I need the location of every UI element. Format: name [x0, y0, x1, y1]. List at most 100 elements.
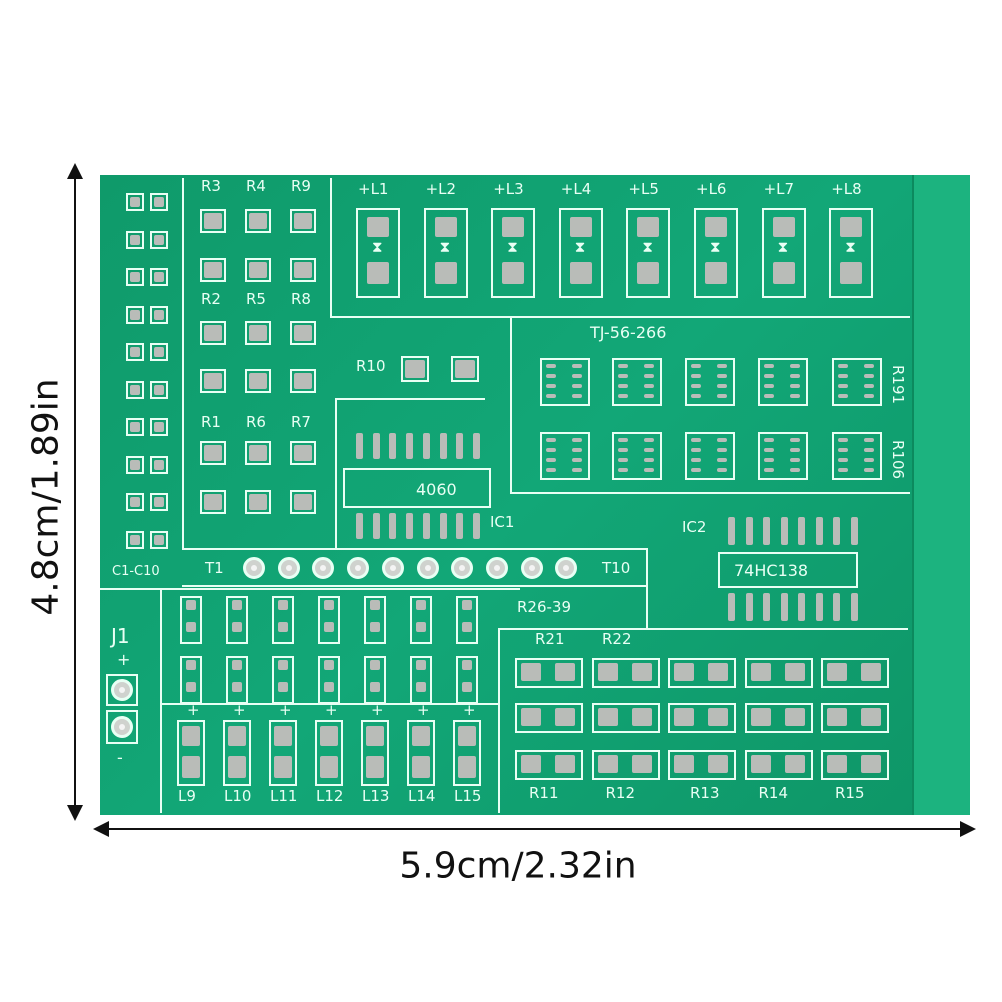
- solder-pad: [278, 660, 288, 670]
- pad-outline: [150, 380, 168, 399]
- resistor-label: R11: [529, 784, 559, 802]
- pad-outline: [150, 455, 168, 474]
- solder-pad: [763, 593, 770, 621]
- solder-pad: [389, 513, 397, 539]
- pad-outline: [126, 343, 144, 361]
- solder-pad: [154, 497, 164, 507]
- solder-pad: [462, 682, 472, 692]
- solder-pad: [249, 325, 267, 341]
- resistor-array-footprint: [685, 358, 735, 406]
- resistor-array-footprint: [612, 432, 662, 480]
- ic2-chip-label: 74HC138: [734, 561, 809, 580]
- solder-pad: [864, 468, 874, 472]
- divider: [160, 588, 162, 813]
- solder-pad: [204, 445, 222, 461]
- resistor-label: R4: [246, 177, 266, 195]
- solder-pad: [324, 622, 334, 632]
- pad-outline: [200, 490, 226, 514]
- divider: [182, 178, 184, 548]
- led-polarity-icon: ⧗: [845, 238, 856, 256]
- width-dimension-label: 5.9cm/2.32in: [399, 845, 637, 887]
- solder-pad: [864, 458, 874, 462]
- solder-pad: [798, 593, 805, 621]
- solder-pad: [521, 755, 541, 773]
- solder-pad: [130, 272, 140, 282]
- j1-pin-outline: [106, 710, 138, 744]
- solder-pad: [569, 262, 592, 284]
- resistor-footprint: [668, 703, 736, 733]
- solder-pad: [572, 468, 582, 472]
- solder-pad: [416, 622, 426, 632]
- solder-pad: [838, 458, 848, 462]
- pad-outline: [200, 209, 226, 233]
- solder-pad: [130, 459, 140, 470]
- led-label: L12: [316, 787, 344, 805]
- solder-pad: [790, 438, 800, 442]
- solder-pad: [790, 374, 800, 378]
- pad-outline: [150, 193, 168, 211]
- resistor-footprint: [364, 656, 386, 704]
- solder-pad: [705, 262, 727, 284]
- solder-pad: [416, 660, 426, 670]
- resistor-footprint: [515, 703, 583, 733]
- r22-label: R22: [602, 630, 632, 648]
- resistor-footprint: [410, 656, 432, 704]
- solder-pad: [555, 663, 575, 681]
- solder-pad: [708, 755, 728, 773]
- solder-pad: [278, 600, 288, 610]
- solder-pad: [462, 622, 472, 632]
- solder-pad: [521, 663, 541, 681]
- solder-pad: [790, 384, 800, 388]
- led-plus-icon: +: [279, 701, 292, 719]
- resistor-footprint: [821, 703, 889, 733]
- solder-pad: [861, 755, 881, 773]
- solder-pad: [228, 756, 246, 778]
- solder-pad: [864, 448, 874, 452]
- solder-pad: [182, 756, 200, 778]
- arrow-right-icon: [960, 821, 976, 837]
- solder-pad: [546, 374, 556, 378]
- solder-pad: [764, 384, 774, 388]
- solder-pad: [618, 394, 628, 398]
- solder-pad: [637, 262, 660, 284]
- height-dimension-line: [74, 170, 76, 815]
- solder-pad: [434, 217, 457, 237]
- divider: [498, 628, 908, 630]
- solder-pad: [555, 708, 575, 726]
- solder-pad: [637, 217, 660, 237]
- solder-pad: [186, 600, 196, 610]
- solder-pad: [367, 217, 389, 237]
- solder-pad: [555, 755, 575, 773]
- pad-outline: [126, 493, 144, 511]
- resistor-label: R8: [291, 290, 311, 308]
- solder-pad: [154, 347, 164, 357]
- solder-pad: [840, 262, 863, 284]
- led-label: L11: [270, 787, 298, 805]
- resistor-label: R13: [690, 784, 720, 802]
- solder-pad: [546, 458, 556, 462]
- solder-pad: [705, 217, 727, 237]
- solder-pad: [833, 517, 840, 545]
- solder-pad: [764, 364, 774, 368]
- led-footprint: [626, 208, 671, 298]
- solder-pad: [618, 468, 628, 472]
- resistor-label: R6: [246, 413, 266, 431]
- solder-pad: [644, 438, 654, 442]
- divider: [182, 548, 648, 550]
- solder-pad: [249, 262, 267, 278]
- solder-pad: [472, 433, 480, 459]
- test-point-hole: [485, 557, 508, 579]
- led-footprint: [223, 720, 251, 786]
- led-label: L10: [224, 787, 252, 805]
- solder-pad: [274, 756, 292, 778]
- height-dimension-label: 4.8cm/1.89in: [25, 378, 67, 616]
- solder-pad: [618, 458, 628, 462]
- resistor-array-footprint: [758, 358, 808, 406]
- pad-outline: [245, 321, 271, 345]
- solder-pad: [370, 622, 380, 632]
- solder-pad: [745, 593, 753, 621]
- solder-pad: [422, 433, 430, 459]
- solder-pad: [370, 682, 380, 692]
- solder-pad: [324, 600, 334, 610]
- solder-pad: [356, 433, 363, 459]
